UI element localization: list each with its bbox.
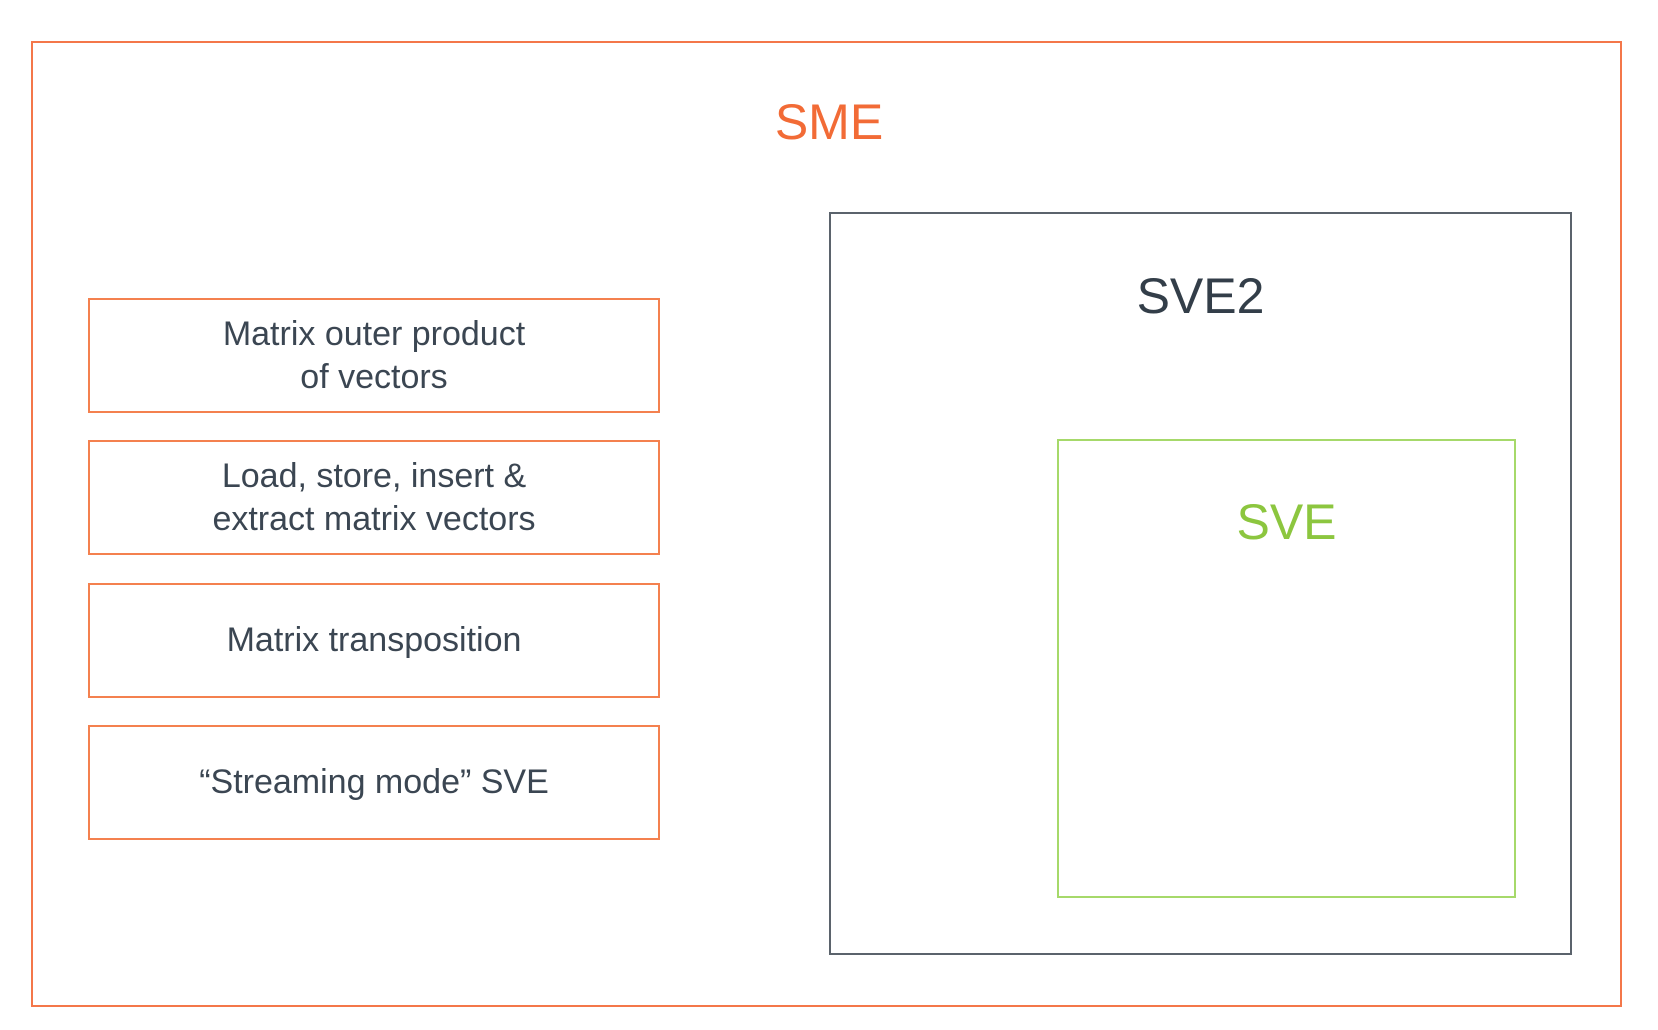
sme-title: SME [774,94,884,150]
feature-matrix-transposition: Matrix transposition [88,583,660,698]
feature-matrix-outer-product: Matrix outer product of vectors [88,298,660,413]
sme-container [31,41,1622,1007]
sve-title: SVE [1236,494,1337,550]
feature-load-store-insert-extract: Load, store, insert & extract matrix vec… [88,440,660,555]
sve2-container [829,212,1572,955]
sve-container [1057,439,1516,898]
feature-streaming-mode-sve: “Streaming mode” SVE [88,725,660,840]
sve2-title: SVE2 [1136,268,1265,324]
